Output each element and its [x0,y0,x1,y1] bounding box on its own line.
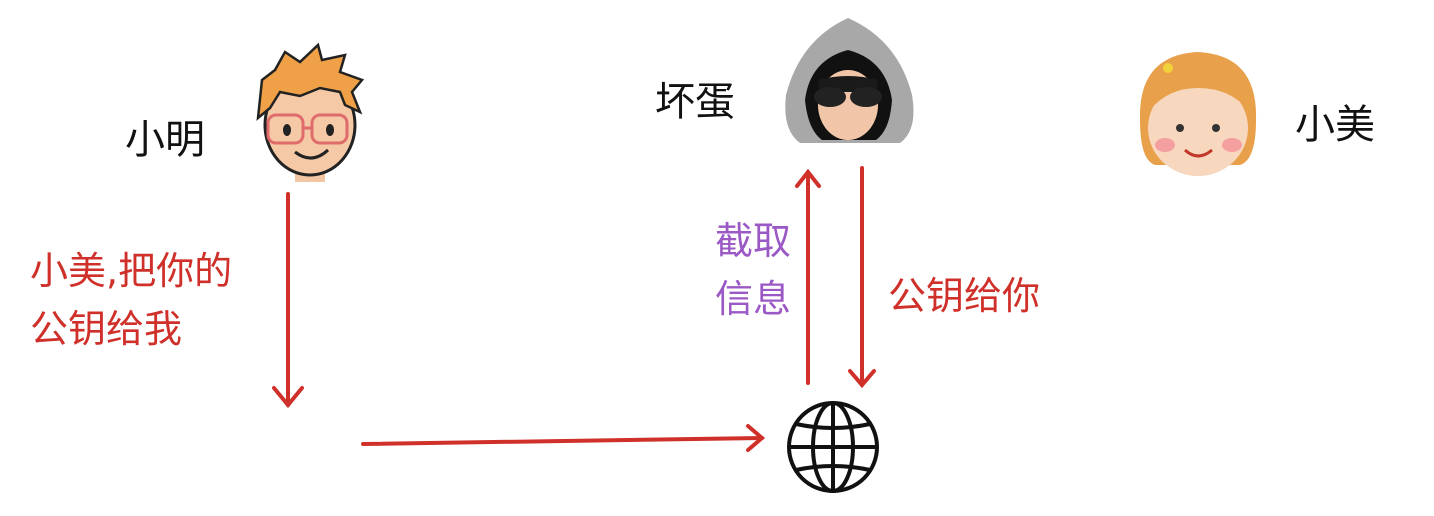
badguy-avatar-icon [785,18,914,143]
xiaoming-label: 小明 [125,117,205,163]
fake-reply-text: 公钥给你 [888,274,1041,318]
globe-icon [787,401,879,493]
xiaomei-label: 小美 [1295,102,1375,148]
request-text-line2: 公钥给我 [30,307,183,351]
intercept-text-line1: 截取 [715,219,792,263]
badguy-label: 坏蛋 [655,79,735,125]
fake-reply-down-arrow [848,166,876,389]
request-down-arrow [272,192,304,409]
xiaoming-avatar-icon [256,42,365,182]
intercept-up-arrow [795,168,821,385]
request-text-line1: 小美,把你的 [30,249,233,293]
intercept-text-line2: 信息 [715,277,792,321]
request-to-network-arrow [361,424,766,452]
xiaomei-avatar-icon [1139,52,1257,176]
